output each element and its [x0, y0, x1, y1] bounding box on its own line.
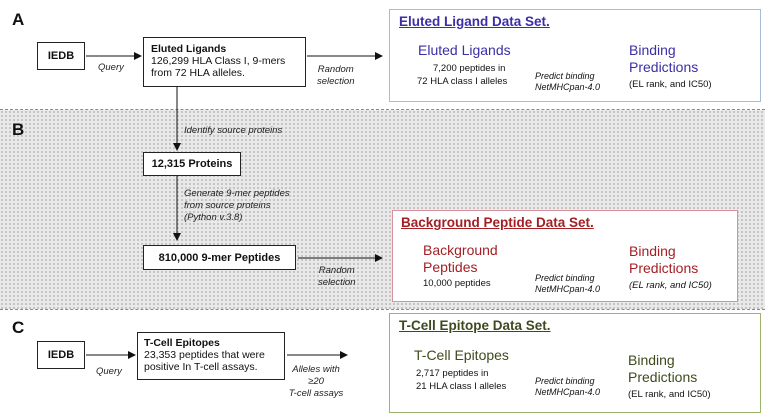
random-selection-a: Random selection	[317, 64, 355, 88]
divider-top	[0, 109, 765, 110]
binding-label-a: Binding	[629, 42, 676, 58]
eluted-panel-title: Eluted Ligand Data Set.	[399, 14, 550, 29]
background-count: 10,000 peptides	[423, 278, 491, 289]
section-letter-a: A	[12, 10, 25, 29]
eluted-ligands-title: Eluted Ligands	[151, 43, 227, 55]
eluted-big-label: Eluted Ligands	[418, 42, 511, 58]
predict-binding-a: Predict binding	[535, 71, 595, 81]
eluted-ligands-line1: 126,299 HLA Class I, 9-mers	[151, 55, 286, 67]
predict-binding-c: Predict binding	[535, 376, 595, 386]
proteins-box: 12,315 Proteins	[143, 152, 241, 176]
netmhc-b: NetMHCpan-4.0	[535, 284, 601, 294]
iedb-box-a: IEDB	[37, 42, 85, 70]
tcell-epitopes-box: T-Cell Epitopes 23,353 peptides that wer…	[137, 332, 285, 380]
generate-label: Generate 9-mer peptides from source prot…	[184, 188, 290, 224]
predictions-label-c: Predictions	[628, 369, 698, 385]
tcell-big-label: T-Cell Epitopes	[414, 347, 509, 363]
background-peptide-dataset-panel: Background Peptide Data Set. Background …	[392, 210, 738, 302]
alleles-label: Alleles with ≥20 T-cell assays	[288, 364, 344, 400]
tcell-panel-title: T-Cell Epitope Data Set.	[399, 318, 551, 333]
random-label-b: Random	[318, 265, 355, 276]
generate-line2: from source proteins	[184, 200, 271, 211]
eluted-ligand-dataset-panel: Eluted Ligand Data Set. Eluted Ligands 7…	[389, 9, 761, 102]
divider-bottom	[0, 309, 765, 310]
tcell-box-line2: positive In T-cell assays.	[144, 361, 258, 373]
query-label-c: Query	[96, 366, 122, 377]
binding-label-c: Binding	[628, 352, 675, 368]
predictions-label-b: Predictions	[629, 260, 699, 276]
eluted-peptides-line2: 72 HLA class I alleles	[417, 76, 508, 87]
tcell-peptides-line1: 2,717 peptides in	[416, 368, 489, 379]
paren-b: (EL rank, and IC50)	[629, 280, 712, 291]
generate-line3: (Python v.3.8)	[184, 212, 243, 223]
section-b-background	[0, 110, 765, 309]
background-big-line1: Background	[423, 242, 498, 258]
binding-label-b: Binding	[629, 243, 676, 259]
paren-c: (EL rank, and IC50)	[628, 389, 711, 400]
tcell-box-title: T-Cell Epitopes	[144, 337, 220, 349]
eluted-ligands-box: Eluted Ligands 126,299 HLA Class I, 9-me…	[143, 37, 306, 87]
background-big-line2: Peptides	[423, 259, 478, 275]
tcell-peptides-line2: 21 HLA class I alleles	[416, 381, 507, 392]
random-selection-b: Random selection	[318, 265, 356, 289]
identify-proteins-label: Identify source proteins	[184, 125, 283, 136]
netmhc-a: NetMHCpan-4.0	[535, 82, 601, 92]
alleles-line2: T-cell assays	[288, 388, 344, 399]
generate-line1: Generate 9-mer peptides	[184, 188, 290, 199]
predictions-label-a: Predictions	[629, 59, 699, 75]
netmhc-c: NetMHCpan-4.0	[535, 387, 601, 397]
eluted-ligands-line2: from 72 HLA alleles.	[151, 67, 245, 79]
section-letter-c: C	[12, 318, 25, 337]
peptides-box: 810,000 9-mer Peptides	[143, 245, 296, 270]
selection-label-a: selection	[317, 76, 355, 87]
random-label-a: Random	[317, 64, 354, 75]
alleles-line1: Alleles with ≥20	[292, 364, 340, 387]
predict-binding-b: Predict binding	[535, 273, 595, 283]
background-panel-title: Background Peptide Data Set.	[401, 215, 594, 230]
iedb-box-c: IEDB	[37, 341, 85, 369]
tcell-box-line1: 23,353 peptides that were	[144, 349, 265, 361]
paren-a: (EL rank, and IC50)	[629, 79, 712, 90]
selection-label-b: selection	[318, 277, 356, 288]
section-letter-b: B	[12, 120, 25, 139]
eluted-peptides-line1: 7,200 peptides in	[433, 63, 506, 74]
query-label-a: Query	[98, 62, 124, 73]
tcell-epitope-dataset-panel: T-Cell Epitope Data Set. T-Cell Epitopes…	[389, 313, 761, 413]
